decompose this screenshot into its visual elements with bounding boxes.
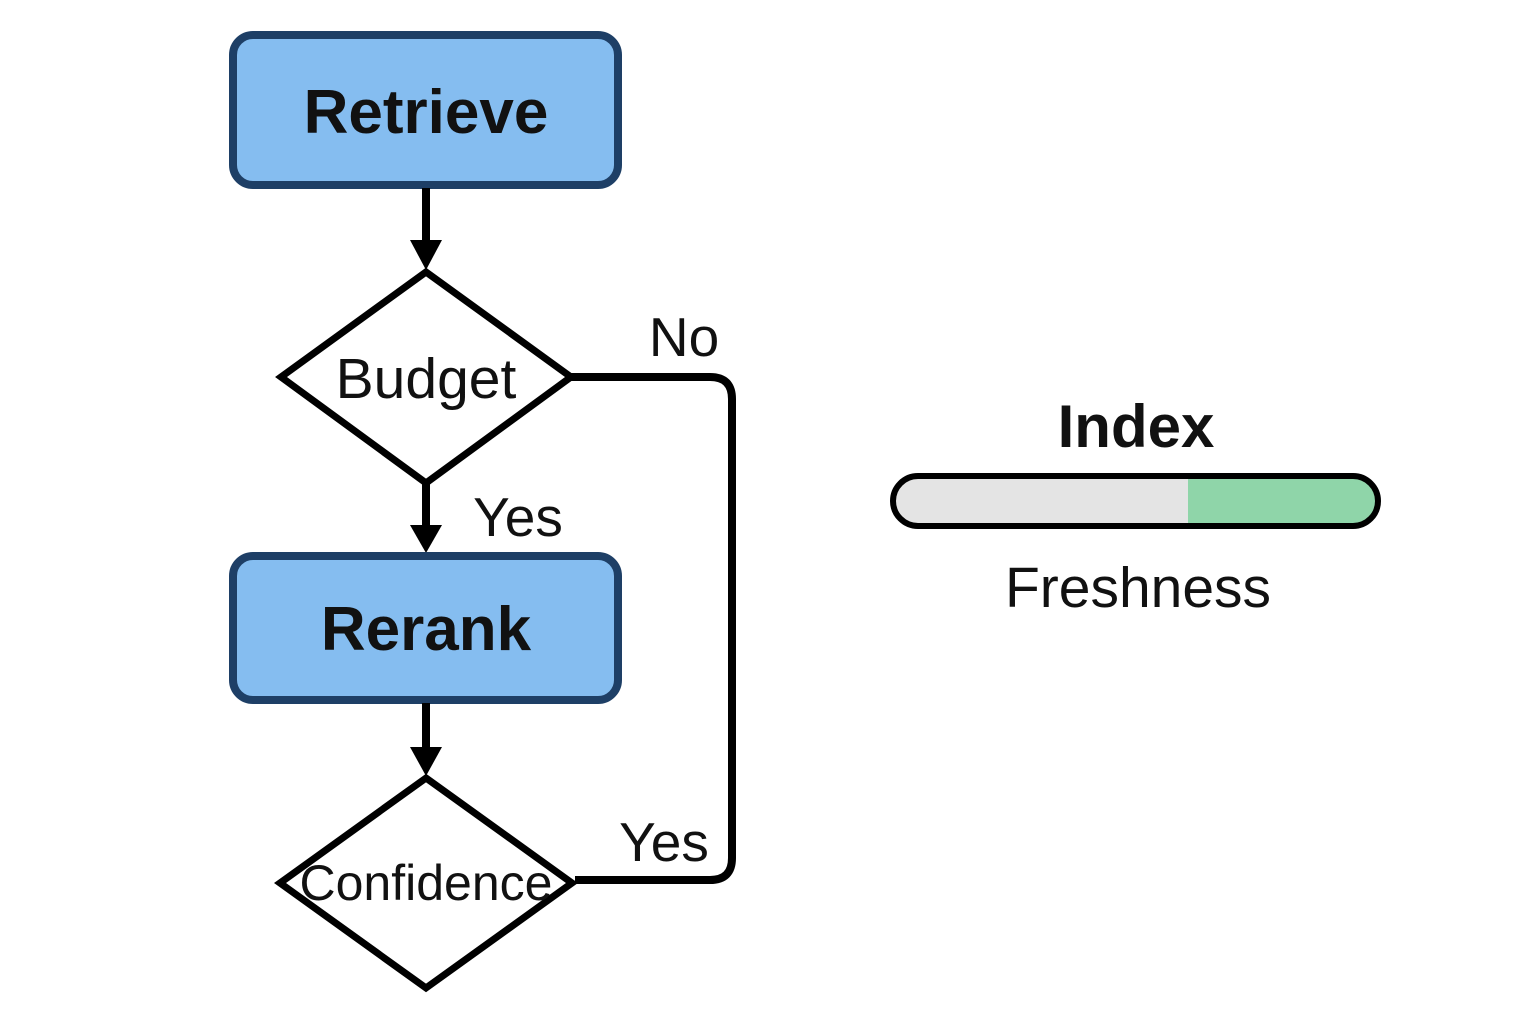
arrow-rerank-to-confidence <box>410 703 442 776</box>
confidence-diamond <box>274 773 578 993</box>
index-freshness-bar <box>890 473 1381 529</box>
rerank-label: Rerank <box>321 595 532 664</box>
retrieve-box <box>229 31 622 189</box>
arrow-retrieve-to-budget <box>410 188 442 270</box>
node-rerank: Rerank <box>229 552 622 704</box>
arrow-head-icon <box>410 240 442 270</box>
arrow-head-icon <box>410 525 442 553</box>
node-budget: Budget <box>275 267 577 488</box>
edge-label-no: No <box>649 306 719 368</box>
node-retrieve: Retrieve <box>229 31 622 189</box>
node-confidence: Confidence <box>274 773 578 993</box>
freshness-caption: Freshness <box>1005 556 1271 620</box>
arrow-head-icon <box>410 747 442 776</box>
retrieve-label: Retrieve <box>304 78 549 147</box>
confidence-label: Confidence <box>300 855 553 911</box>
edge-label-yes-budget: Yes <box>473 486 563 548</box>
arrow-budget-to-rerank <box>410 483 442 553</box>
edge-no-bypass-line <box>571 373 736 884</box>
index-title: Index <box>1058 393 1215 460</box>
edge-label-yes-confidence: Yes <box>619 811 709 873</box>
budget-label: Budget <box>336 347 517 411</box>
bar-outline <box>890 473 1381 529</box>
bar-fill <box>1188 476 1378 526</box>
rerank-box <box>229 552 622 704</box>
